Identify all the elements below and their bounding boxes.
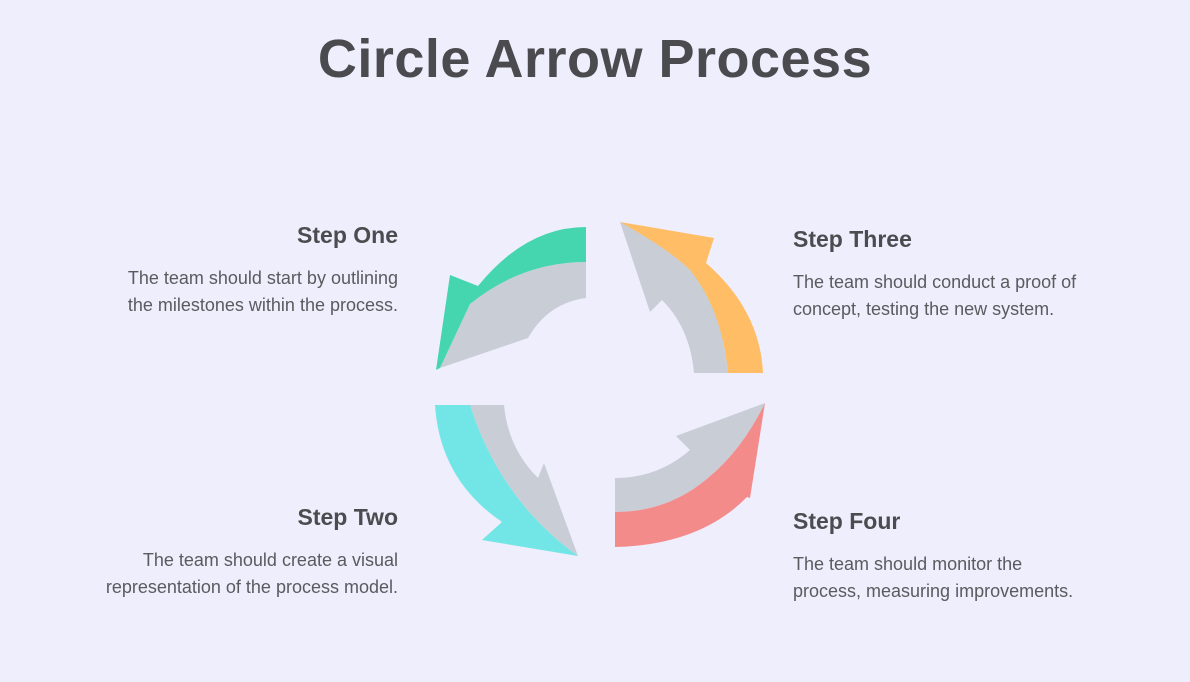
step-three-block: Step Three The team should conduct a pro… [793, 226, 1093, 322]
arrow-step-four-color [615, 403, 765, 547]
step-one-heading: Step One [297, 222, 398, 248]
step-four-text: The team should monitor the process, mea… [793, 554, 1074, 601]
arrow-step-three-shadow [620, 222, 728, 373]
step-four-heading: Step Four [793, 508, 901, 534]
arrow-step-one-color [436, 227, 586, 370]
step-three-text: The team should conduct a proof of conce… [793, 272, 1077, 319]
arrow-step-four-shadow [615, 403, 765, 512]
step-two-block: Step Two The team should create a visual… [98, 504, 398, 600]
page-title: Circle Arrow Process [317, 29, 873, 89]
arrow-step-three-color [620, 222, 763, 373]
arrow-step-two-shadow [470, 405, 578, 556]
step-one-block: Step One The team should start by outlin… [98, 222, 398, 318]
step-two-heading: Step Two [297, 504, 398, 530]
arrow-step-one-shadow [440, 262, 586, 368]
arrow-step-two [435, 405, 578, 556]
arrow-step-two-color [435, 405, 578, 556]
step-two-text: The team should create a visual represen… [105, 550, 398, 597]
arrow-step-four [615, 403, 765, 547]
arrow-step-one [436, 227, 586, 370]
step-one-text: The team should start by outlining the m… [127, 268, 398, 315]
arrow-step-three [620, 222, 763, 373]
step-three-heading: Step Three [793, 226, 912, 252]
step-four-block: Step Four The team should monitor the pr… [793, 508, 1093, 604]
